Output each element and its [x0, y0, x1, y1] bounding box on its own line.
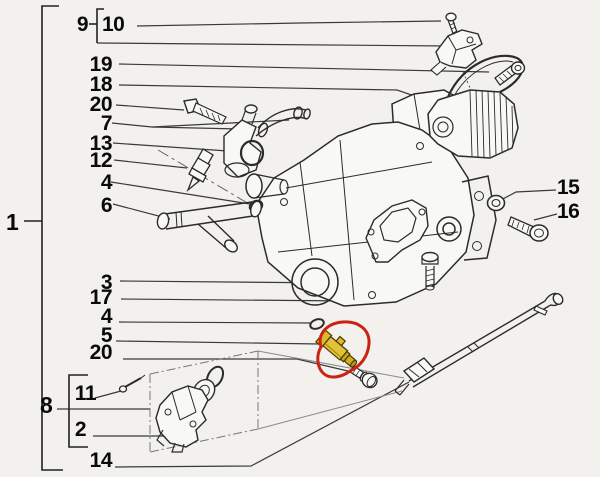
callout-7: 7 [100, 112, 113, 135]
leader-14 [114, 381, 410, 468]
red-highlight-circle [316, 320, 371, 379]
hose-7 [255, 106, 311, 138]
harness-cable [446, 54, 524, 98]
leader-10 [136, 20, 442, 27]
projection-line-bottom [257, 390, 403, 430]
callout-16: 16 [557, 200, 580, 223]
leader-20b [123, 358, 353, 373]
thermostat-2 [155, 365, 225, 453]
leader-5 [115, 340, 321, 345]
callout-13: 13 [89, 132, 113, 155]
callout-3: 3 [100, 271, 113, 294]
axis-line [157, 149, 267, 215]
leader-20a [115, 104, 185, 111]
assembly-body [255, 121, 475, 307]
projection-line-top [257, 350, 405, 379]
vacuum-valve-9 [430, 29, 483, 76]
leader-13 [112, 142, 243, 153]
callout-20b: 20 [89, 341, 113, 364]
callout-14: 14 [89, 449, 113, 472]
bolt-19 [494, 61, 526, 86]
leader-4b [118, 321, 311, 324]
leader-9 [96, 42, 450, 47]
bracket-8 [68, 374, 88, 448]
construction-lines [149, 71, 472, 453]
leader-15 [500, 189, 557, 201]
actuator-18 [427, 89, 519, 159]
assembly-stub-cylinder [245, 173, 289, 199]
callout-9: 9 [76, 13, 89, 36]
gasket-17 [365, 199, 429, 263]
callout-17: 17 [89, 286, 113, 309]
temp-sensor-12 [186, 148, 214, 193]
leader-18 [118, 84, 439, 105]
bolt-20a [183, 98, 227, 125]
callout-8: 8 [40, 392, 53, 418]
callout-1: 1 [6, 209, 19, 235]
leader-4a [110, 181, 251, 205]
callout-18: 18 [89, 73, 113, 96]
callout-19: 19 [89, 53, 113, 76]
brackets [24, 5, 104, 471]
callout-15: 15 [557, 176, 580, 199]
bracket-1 [41, 5, 63, 471]
callout-12: 12 [89, 149, 113, 172]
callout-10: 10 [102, 13, 125, 36]
leader-12 [113, 159, 188, 169]
leader-19 [118, 63, 490, 73]
callout-4a: 4 [100, 171, 113, 194]
pipe-14 [394, 292, 564, 396]
callout-11: 11 [74, 382, 97, 405]
assembly-side-plate [461, 175, 497, 261]
detail-box [149, 350, 259, 453]
bracket-9-10 [96, 8, 104, 43]
leader-16 [533, 213, 558, 221]
oring-4b [309, 318, 325, 330]
callout-4b: 4 [100, 305, 113, 328]
bolt-20b [349, 365, 378, 389]
valve-dotted-line [462, 71, 472, 91]
callout-6: 6 [100, 194, 113, 217]
oring-13 [239, 139, 265, 167]
callout-20a: 20 [89, 93, 113, 116]
bolt-3 [421, 251, 439, 291]
callout-2: 2 [74, 418, 87, 441]
y-pipe-6 [156, 200, 262, 253]
nut-15 [486, 194, 506, 212]
screw-11 [118, 374, 146, 393]
leader-11 [94, 390, 122, 399]
callout-5: 5 [100, 324, 113, 347]
bolt-16 [507, 216, 549, 242]
